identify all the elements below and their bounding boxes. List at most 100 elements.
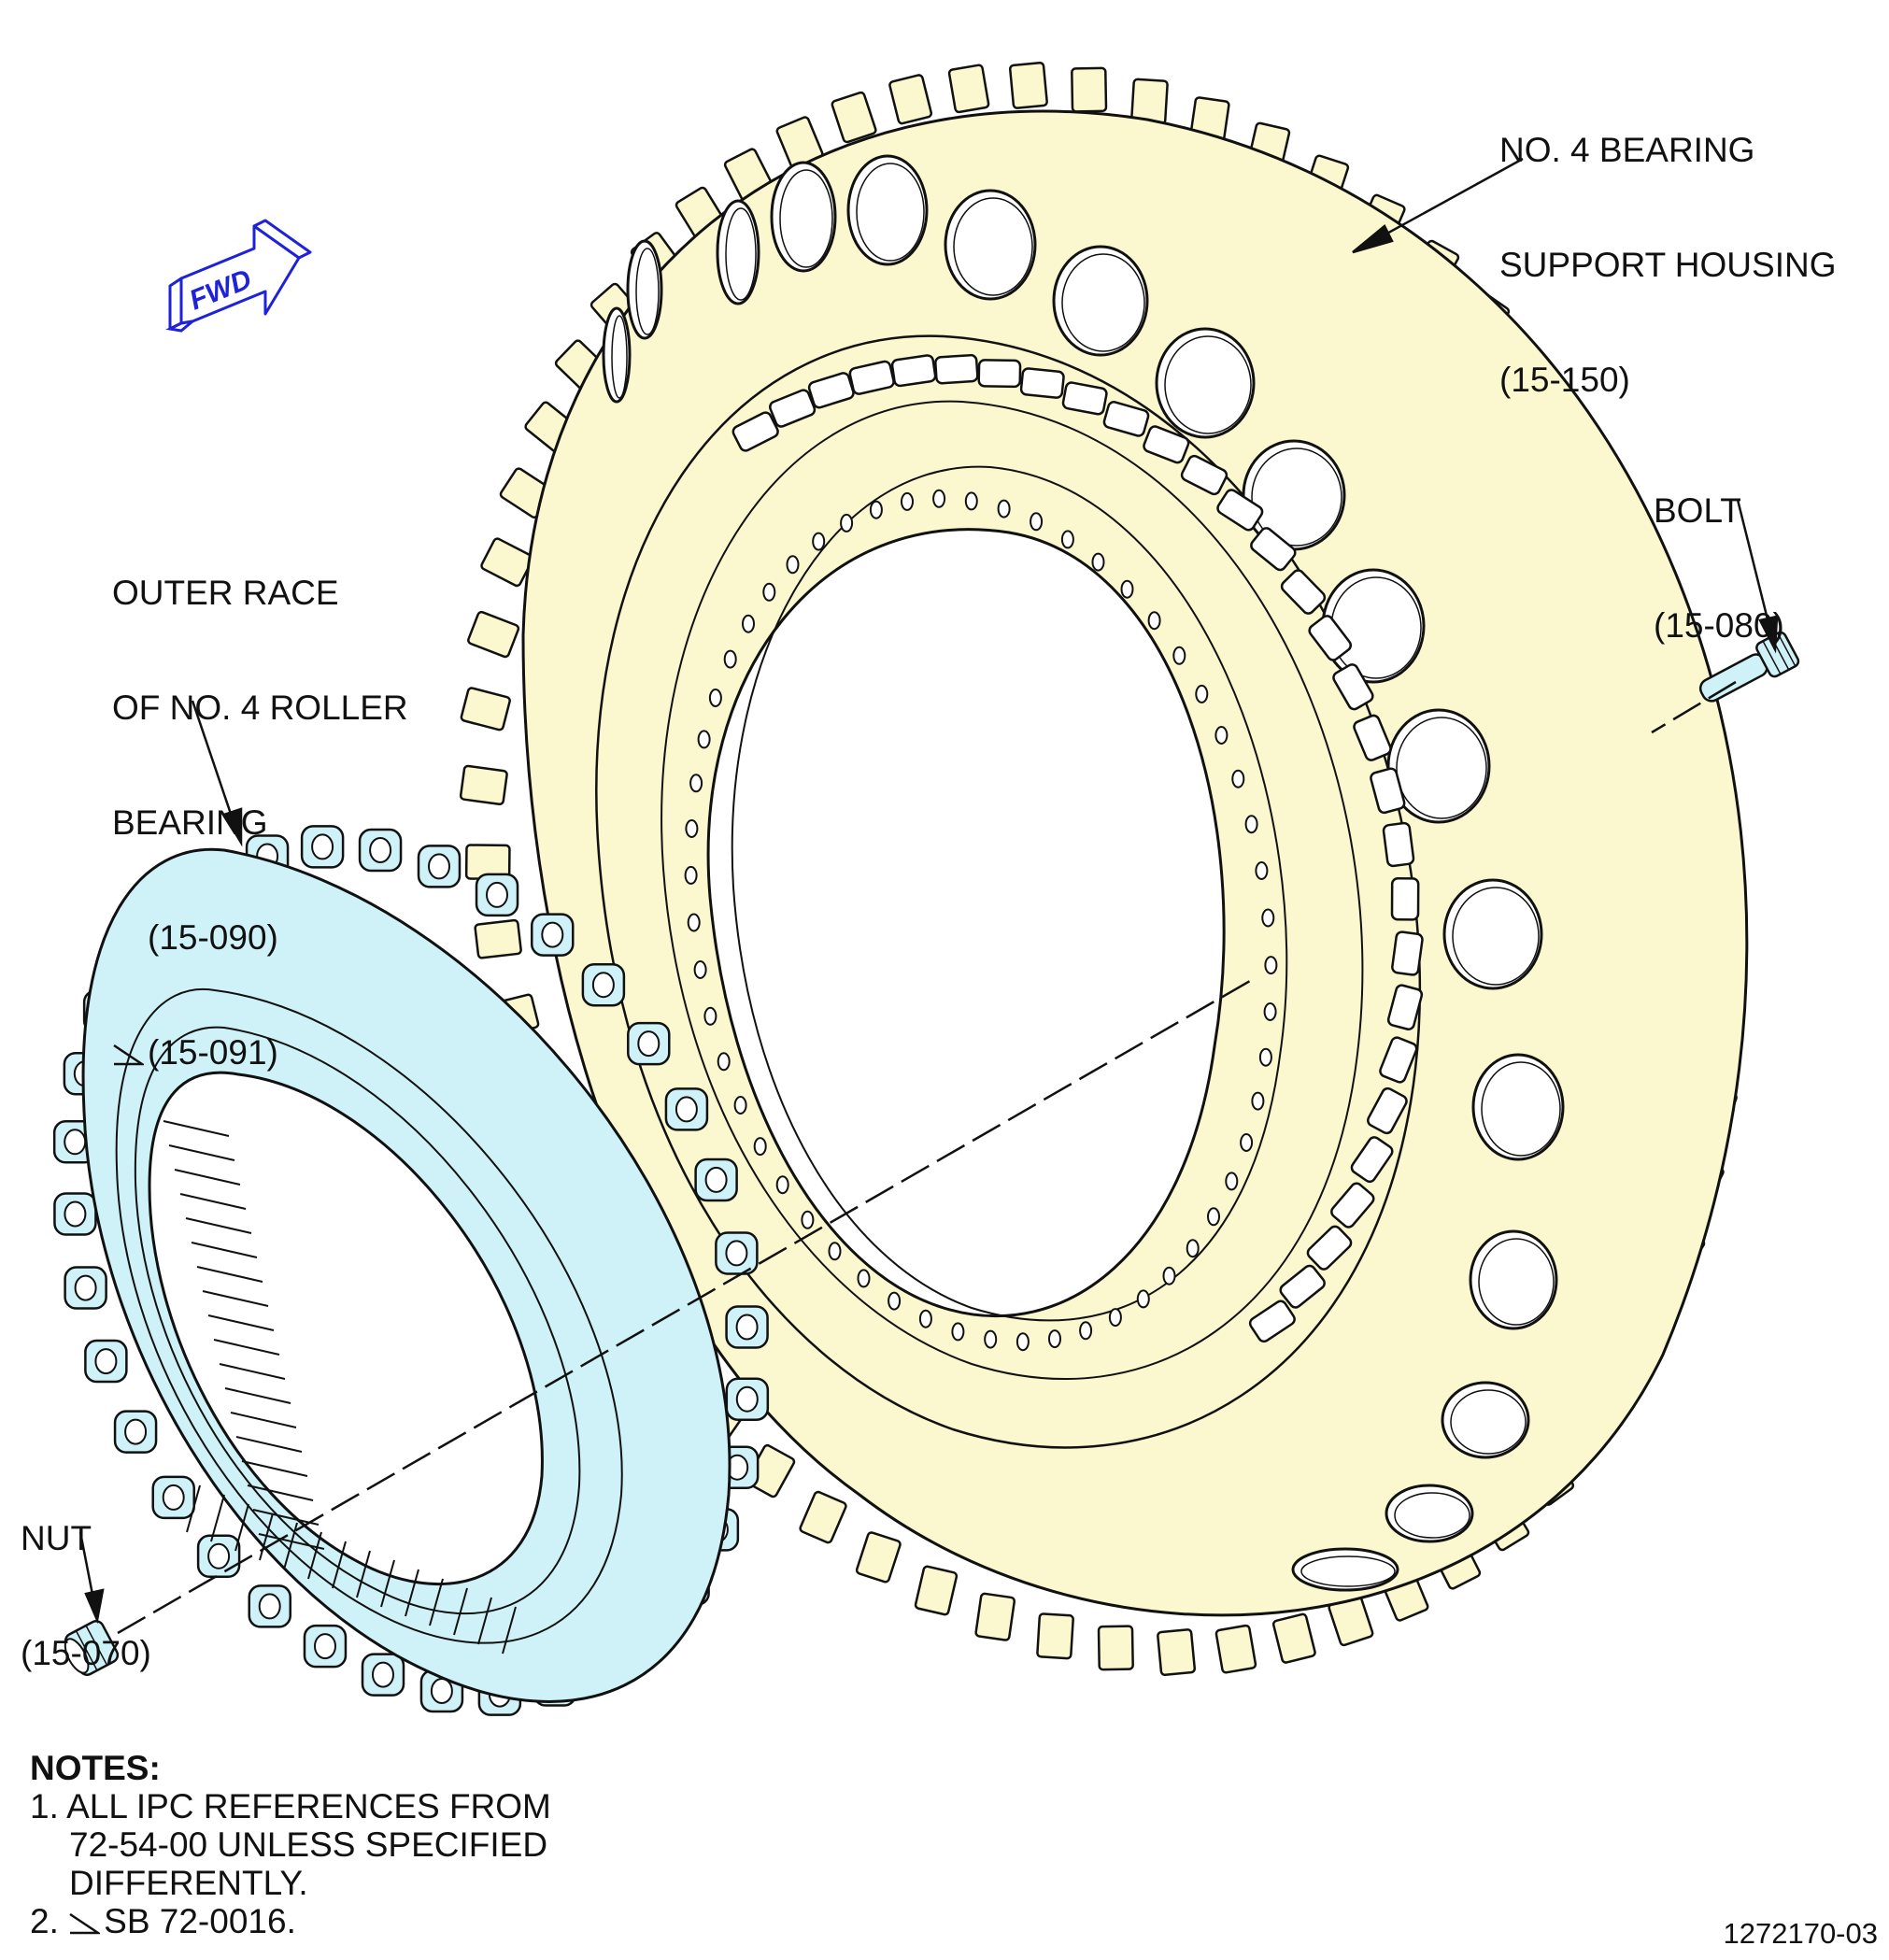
- flange-bolt-hole: [762, 582, 776, 602]
- nut: [64, 1620, 120, 1676]
- housing-leader: [1372, 157, 1524, 243]
- lightening-hole: [626, 239, 663, 340]
- roller-rib: [356, 1550, 371, 1598]
- housing-slot: [1143, 425, 1190, 464]
- notes-heading: NOTES:: [30, 1749, 161, 1787]
- housing-callout-line-1: NO. 4 BEARING: [1499, 131, 1755, 169]
- roller-rib: [477, 1597, 492, 1645]
- race-lug-hole: [704, 1166, 728, 1193]
- housing-tooth: [831, 91, 877, 144]
- housing-tooth: [1097, 1625, 1134, 1671]
- race-lug-hole: [258, 1593, 281, 1620]
- flange-bolt-hole: [1244, 815, 1258, 834]
- roller-rib: [332, 1541, 347, 1589]
- lightening-hole: [1052, 245, 1149, 357]
- housing-callout: NO. 4 BEARING SUPPORT HOUSING (15-150): [1499, 54, 1836, 437]
- housing-tooth: [467, 610, 520, 659]
- flange-bolt-hole: [1255, 861, 1269, 880]
- flange-bolt-hole: [717, 1052, 731, 1072]
- roller-rib: [185, 1217, 252, 1234]
- roller-rib: [307, 1531, 322, 1580]
- outer-race-callout-line-2: OF NO. 4 ROLLER: [112, 689, 408, 727]
- lightening-hole-rim: [1251, 447, 1342, 547]
- roller-rib: [168, 1144, 235, 1161]
- housing-slot: [1330, 1182, 1375, 1229]
- housing-slot: [1280, 569, 1327, 615]
- flange-bolt-hole: [1186, 1239, 1200, 1258]
- lightening-hole: [1291, 1547, 1399, 1592]
- roller-rib: [453, 1587, 468, 1636]
- flange-bolt-hole: [1016, 1332, 1030, 1352]
- race-lug-hole: [675, 1096, 698, 1123]
- flange-bolt-hole: [918, 1309, 932, 1328]
- race-lug-hole: [735, 1385, 759, 1413]
- housing-tooth: [1271, 1612, 1316, 1664]
- housing-tooth: [1157, 1628, 1197, 1677]
- lightening-hole-rim: [1300, 1555, 1396, 1587]
- flange-bolt-hole: [840, 513, 854, 533]
- flange-bolt-hole: [786, 555, 800, 575]
- sb-flag-icon: [69, 1912, 101, 1935]
- bolt-centerline: [1651, 680, 1737, 734]
- outer-race-leader-arrowhead: [222, 807, 243, 847]
- flange-bolt-hole: [1214, 726, 1229, 745]
- housing-tooth: [1071, 66, 1108, 113]
- sb-flag-icon: [113, 1044, 144, 1066]
- note-2-text: SB 72-0016.: [104, 1902, 296, 1940]
- flange-bolt-hole: [684, 865, 698, 885]
- housing-slot: [1250, 527, 1297, 572]
- race-lug-hole: [74, 1274, 97, 1301]
- housing-tooth: [799, 1490, 847, 1544]
- flange-bolt-hole: [951, 1322, 965, 1342]
- outer-race-callout-line-3: BEARING: [112, 803, 268, 842]
- lightening-hole: [1469, 1229, 1558, 1330]
- roller-rib: [252, 1509, 320, 1526]
- roller-rib: [429, 1578, 444, 1626]
- flange-bolt-hole: [997, 499, 1011, 518]
- lightening-hole-rim: [635, 248, 660, 335]
- roller-rib: [163, 1120, 230, 1137]
- housing-callout-line-2: SUPPORT HOUSING: [1499, 246, 1837, 284]
- lightening-hole-rim: [1478, 1238, 1555, 1326]
- nut-to-housing-centerline: [117, 979, 1251, 1635]
- flange-bolt-hole: [1258, 1047, 1272, 1067]
- flange-bolt-hole: [1162, 1266, 1176, 1285]
- flange-bolt-hole: [1240, 1133, 1254, 1152]
- flange-bolt-hole: [1251, 1091, 1265, 1111]
- outer-race-callout-line-5: (15-091): [148, 1033, 278, 1072]
- race-lug-hole: [428, 853, 450, 880]
- race-lug-hole: [430, 1678, 453, 1704]
- lightening-hole-rim: [856, 163, 925, 262]
- flange-bolt-hole: [1030, 512, 1044, 532]
- housing-slot: [1306, 1225, 1353, 1271]
- flange-bolt-hole: [1264, 956, 1278, 975]
- roller-rib: [174, 1169, 241, 1186]
- lightening-hole: [770, 161, 837, 273]
- lightening-hole-rim: [779, 169, 833, 268]
- housing-callout-line-3: (15-150): [1499, 361, 1630, 399]
- flange-bolt-hole: [1207, 1207, 1220, 1227]
- housing-slot: [1370, 767, 1406, 815]
- roller-rib: [224, 1387, 291, 1404]
- flange-bolt-hole: [689, 774, 703, 793]
- housing-tooth: [888, 74, 933, 125]
- housing-slot: [1382, 821, 1415, 868]
- flange-bolt-hole: [693, 960, 707, 979]
- support-housing: [459, 61, 1749, 1677]
- leader-lines: [78, 157, 1779, 1625]
- flange-bolt-hole: [1147, 611, 1161, 631]
- lightening-hole-rim: [1452, 887, 1540, 986]
- housing-tooth: [947, 64, 990, 114]
- race-lug-hole: [64, 1129, 87, 1156]
- roller-rib: [241, 1460, 308, 1477]
- housing-slot: [1248, 1300, 1296, 1343]
- nut-leader: [78, 1531, 95, 1600]
- flange-bolt-hole: [1261, 908, 1275, 928]
- race-lug-hole: [369, 837, 392, 863]
- flange-bolt-hole: [1225, 1172, 1239, 1191]
- housing-slot: [807, 372, 855, 409]
- housing-slots: [731, 353, 1424, 1343]
- housing-leader-arrowhead: [1352, 224, 1394, 254]
- housing-slot: [1386, 984, 1424, 1030]
